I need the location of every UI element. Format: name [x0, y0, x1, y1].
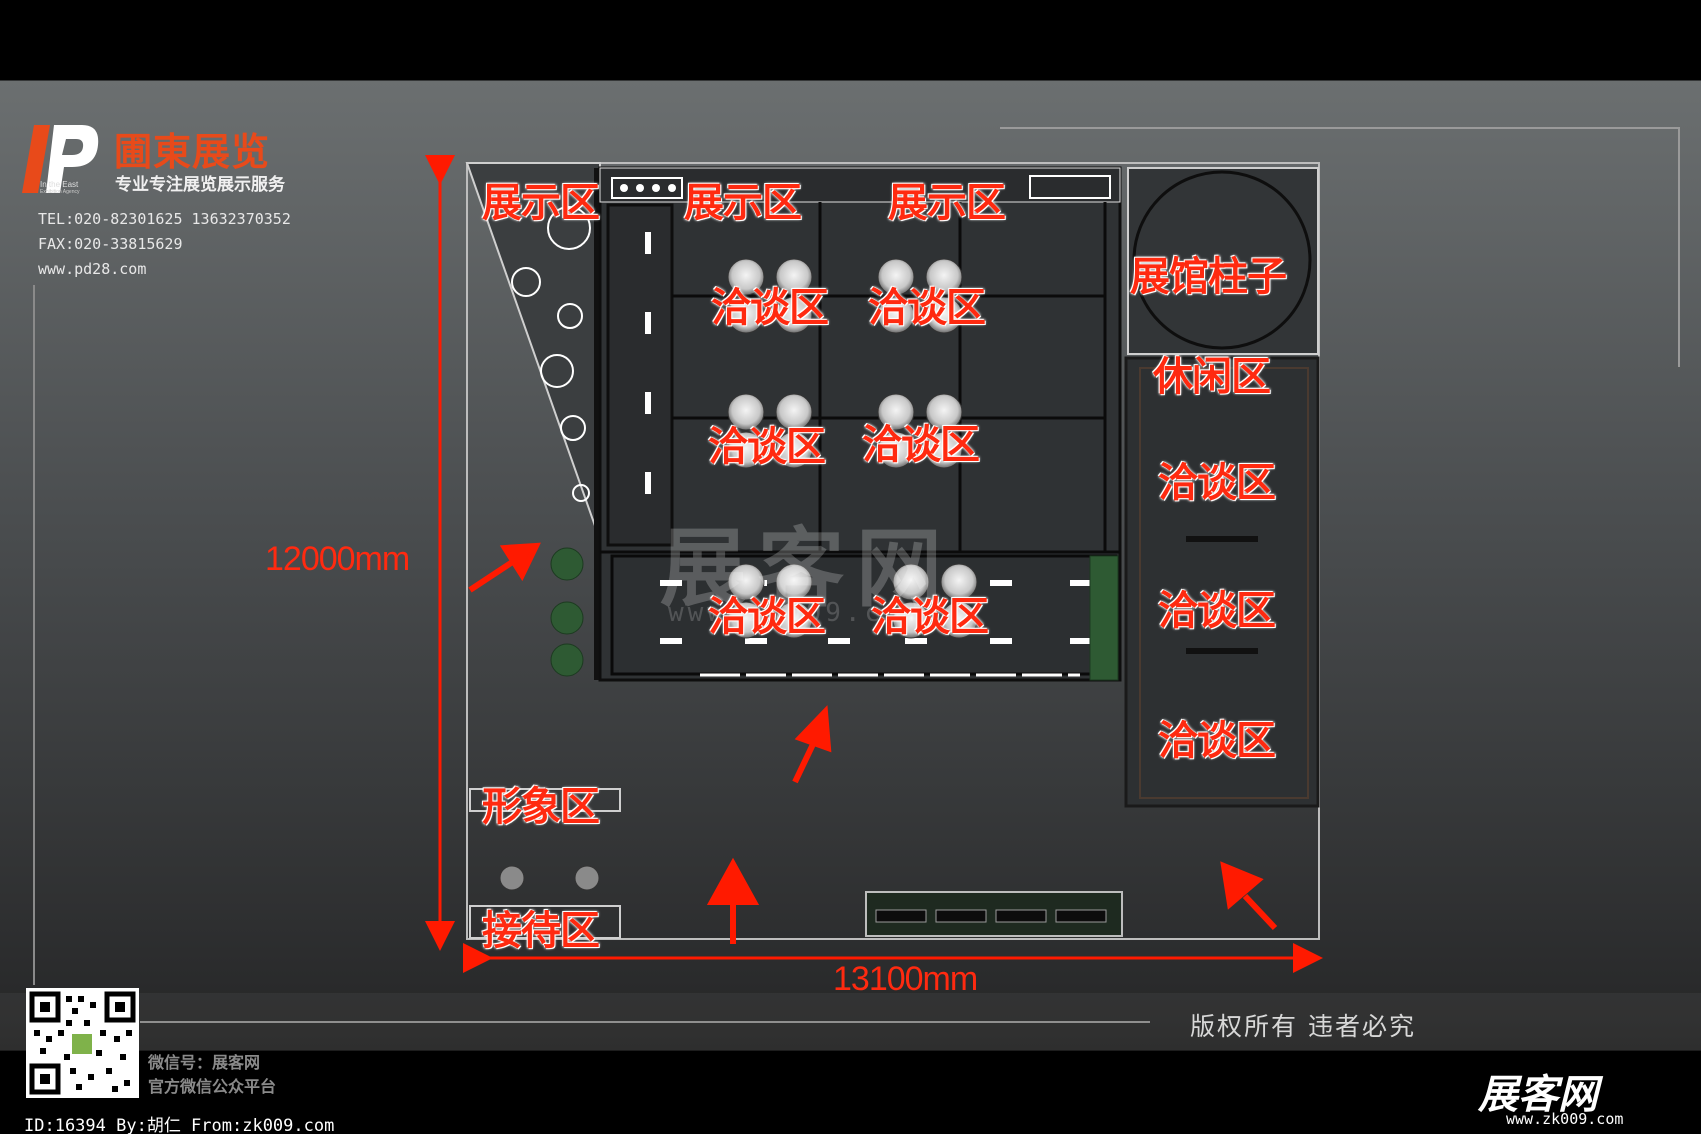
zone-label-pillar: 展馆柱子: [1130, 254, 1287, 300]
brand-url: www.zk009.com: [1506, 1110, 1624, 1128]
zone-label-leisure: 休闲区: [1153, 354, 1271, 400]
copyright-notice: 版权所有 违者必究: [1190, 1012, 1416, 1041]
contact-web: www.pd28.com: [38, 260, 147, 278]
frame-line-top: [1000, 127, 1680, 129]
frame-line-left: [33, 285, 35, 985]
zone-label-negotiation-2: 洽谈区: [868, 285, 986, 331]
logo-tagline: In the East: [40, 180, 79, 189]
zone-label-negotiation-9: 洽谈区: [1158, 718, 1276, 764]
zone-label-negotiation-8: 洽谈区: [1158, 588, 1276, 634]
wechat-id: 微信号：展客网: [148, 1053, 261, 1072]
logo-name: 圃東展览: [114, 130, 271, 174]
qr-code-icon: [26, 988, 139, 1098]
watermark-url: www.zk009.com: [668, 598, 924, 628]
zone-label-display-3: 展示区: [888, 180, 1006, 226]
zone-label-negotiation-1: 洽谈区: [711, 285, 829, 331]
logo-slogan: 专业专注展览展示服务: [115, 175, 285, 195]
footer-id-line: ID:16394 By:胡仁 From:zk009.com: [24, 1116, 335, 1134]
zone-label-display-1: 展示区: [482, 180, 600, 226]
watermark-text: 展客网: [660, 519, 954, 619]
zone-label-display-2: 展示区: [684, 180, 802, 226]
zone-label-negotiation-3: 洽谈区: [708, 424, 826, 470]
logo-mark-icon: [20, 123, 100, 195]
wechat-desc: 官方微信公众平台: [148, 1077, 277, 1096]
logo-tagline-2: Exhibition Agency: [40, 189, 80, 195]
zone-label-negotiation-6: 洽谈区: [708, 594, 826, 640]
footer-band: [0, 993, 1701, 1051]
footer-divider: [140, 1021, 1150, 1023]
zone-label-negotiation-4: 洽谈区: [862, 422, 980, 468]
contact-tel: TEL:020-82301625 13632370352: [38, 210, 291, 228]
contact-fax: FAX:020-33815629: [38, 235, 183, 253]
frame-line-right: [1678, 127, 1680, 367]
zone-label-negotiation-7: 洽谈区: [871, 594, 989, 640]
zone-label-image: 形象区: [482, 784, 600, 830]
brand-logo: 展客网: [1478, 1072, 1598, 1118]
dimension-width-label: 13100mm: [833, 960, 978, 998]
dimension-height-label: 12000mm: [265, 540, 410, 578]
zone-label-negotiation-5: 洽谈区: [1158, 460, 1276, 506]
zone-label-reception: 接待区: [482, 908, 600, 954]
